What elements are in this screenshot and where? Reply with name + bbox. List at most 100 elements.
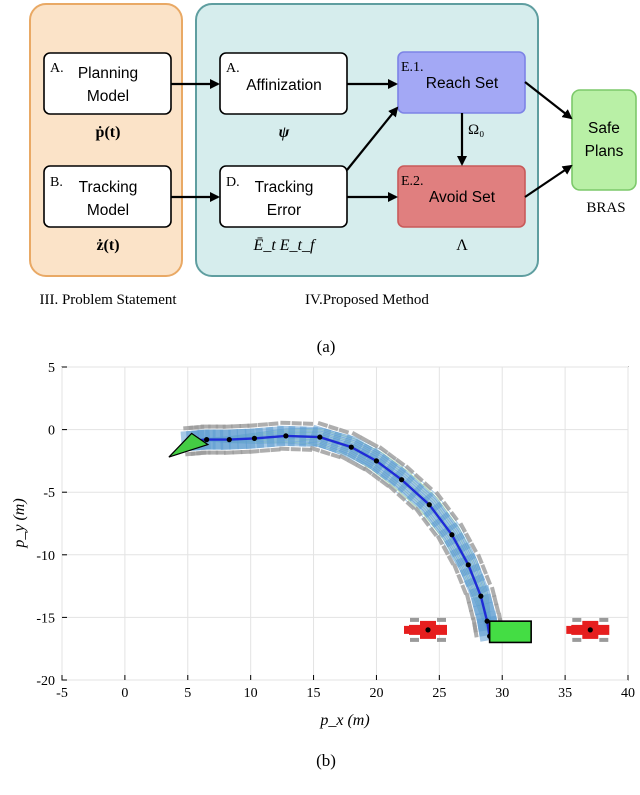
safe-plans-box [571, 89, 637, 191]
footprint-wheel [480, 564, 488, 575]
obstacle-car [404, 617, 447, 642]
footprint-wheel [249, 449, 260, 454]
trajectory-point [226, 437, 232, 443]
safe-plans-label-1: Safe [588, 120, 620, 137]
footprint-wheel [494, 603, 501, 614]
trajectory-point [348, 444, 354, 450]
footprint-wheel [270, 447, 281, 453]
car-wheel [572, 617, 582, 622]
footprint-wheel [330, 452, 342, 460]
x-axis-label: p_x (m) [319, 712, 369, 729]
tracking-model-symbol: ż(t) [96, 237, 119, 254]
footprint-wheel [280, 420, 291, 426]
trajectory-point [317, 434, 323, 440]
planning-model-symbol: ṗ(t) [96, 124, 121, 141]
footprint-wheel [490, 586, 497, 598]
footprint-wheel [421, 516, 431, 527]
avoid-set-label: Avoid Set [429, 189, 496, 206]
footprint-wheel [449, 510, 459, 522]
footprint-wheel [351, 431, 363, 440]
tracking-model-tag: B. [50, 175, 63, 190]
footprint-wheel [464, 532, 473, 544]
problem-statement-label: III. Problem Statement [39, 292, 177, 308]
start-triangle [168, 432, 210, 458]
trajectory-point [449, 532, 455, 538]
tracking-model-label-1: Tracking [79, 179, 138, 196]
tracking-error-label-1: Tracking [255, 179, 314, 196]
footprint-wheel [279, 446, 290, 452]
footprint-wheel [413, 506, 423, 517]
footprint-wheel [223, 450, 235, 455]
car-wheel [437, 637, 446, 642]
footprint-wheel [208, 450, 219, 455]
trajectory-point [283, 433, 289, 439]
footprint-wheel [200, 450, 211, 455]
car-front [566, 625, 573, 634]
car-wheel [572, 637, 582, 642]
footprint-wheel [452, 563, 460, 575]
x-tick-label: 15 [307, 686, 321, 701]
footprint-wheel [456, 573, 464, 585]
affinization-symbol: ψ [279, 124, 290, 141]
caption-a: (a) [317, 337, 336, 356]
reach-set-tag: E.1. [401, 60, 424, 75]
goal-region [488, 620, 532, 644]
footprint-wheel [446, 554, 456, 566]
footprint-wheel [215, 450, 226, 455]
footprint-wheel [347, 458, 358, 467]
footprint-wheel [476, 553, 484, 565]
y-tick-label: 0 [48, 424, 55, 439]
footprint-wheel [240, 449, 251, 455]
footprint-wheel [268, 421, 279, 427]
car-wheel [437, 617, 446, 622]
obstacle-car [566, 617, 610, 642]
x-tick-label: 20 [369, 686, 383, 701]
footprint-wheel [371, 472, 382, 482]
footprint-wheel [404, 464, 415, 475]
tracking-error-tag: D. [226, 175, 240, 190]
footprint-wheel [387, 483, 398, 494]
tracking-error-label-2: Error [267, 202, 301, 219]
trajectory-point [484, 618, 490, 624]
omega-zero-label: Ω₀ [468, 122, 484, 138]
footprint-wheel [338, 427, 350, 435]
footprint-wheel [200, 424, 211, 429]
car-center [425, 627, 431, 633]
footprint-wheel [466, 601, 474, 613]
footprint-wheel [215, 424, 226, 429]
car-wheel [410, 637, 419, 642]
car-front [404, 625, 410, 634]
footprint-wheel [291, 421, 302, 426]
footprint-wheel [309, 445, 321, 453]
footprint-wheel [290, 447, 301, 452]
footprint-wheel [492, 595, 499, 606]
footprint-wheel [208, 424, 219, 429]
footprint-wheel [464, 592, 472, 604]
planning-model-tag: A. [50, 61, 64, 76]
footprint-wheel [413, 472, 424, 483]
footprint-wheel [396, 492, 407, 502]
y-tick-label: 5 [48, 361, 55, 376]
footprint-wheel [428, 526, 439, 538]
x-tick-label: 30 [495, 686, 509, 701]
footprint-wheel [368, 440, 379, 449]
diagram-arrows [171, 79, 573, 202]
y-tick-label: -15 [36, 611, 55, 626]
proposed-method-region [195, 3, 539, 277]
trajectory-point [373, 458, 380, 464]
arrow-avoid-to-safe [524, 164, 573, 198]
footprint-wheel [441, 500, 452, 512]
footprint-wheel [232, 449, 243, 455]
footprint-wheel [484, 574, 493, 586]
footprint-wheel [317, 420, 329, 428]
tracking-error-symbol: Ē_t E_t_f [253, 237, 317, 254]
footprint-wheel [435, 534, 445, 546]
x-tick-label: 25 [432, 686, 446, 701]
footprint-wheel [394, 457, 406, 467]
footprint-wheel [338, 453, 350, 463]
footprint-wheel [230, 424, 242, 429]
y-tick-label: -20 [36, 674, 55, 689]
trajectory-point [204, 437, 210, 443]
affinization-label: Affinization [246, 77, 322, 94]
